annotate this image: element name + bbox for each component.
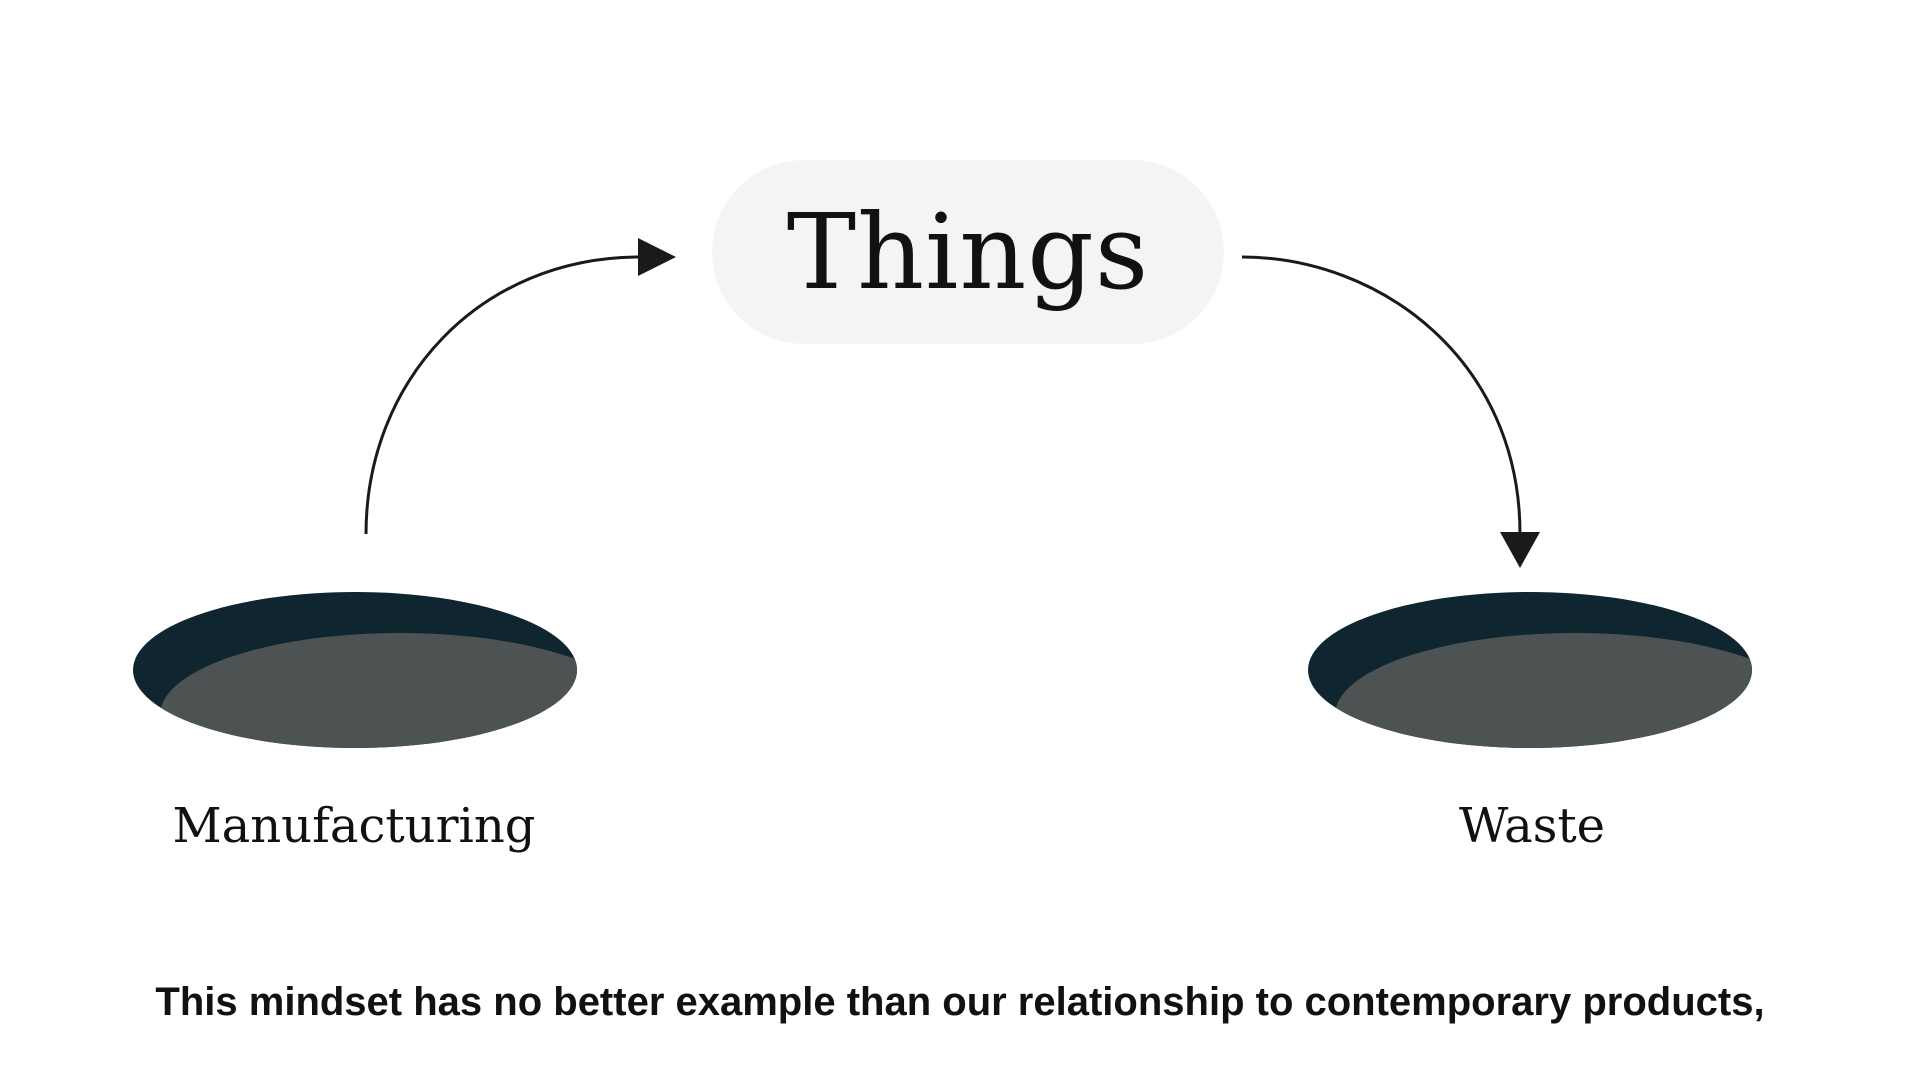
waste-hole: [1308, 592, 1752, 748]
things-node-label: Things: [786, 191, 1150, 313]
manufacturing-hole: [133, 592, 577, 748]
arrow-things-to-waste: [1241, 255, 1540, 568]
caption-text: This mindset has no better example than …: [155, 980, 1765, 1024]
waste-label: Waste: [1458, 798, 1606, 854]
manufacturing-label: Manufacturing: [172, 798, 536, 854]
things-node: Things: [712, 160, 1224, 344]
arrow-manufacturing-to-things: [364, 238, 676, 535]
